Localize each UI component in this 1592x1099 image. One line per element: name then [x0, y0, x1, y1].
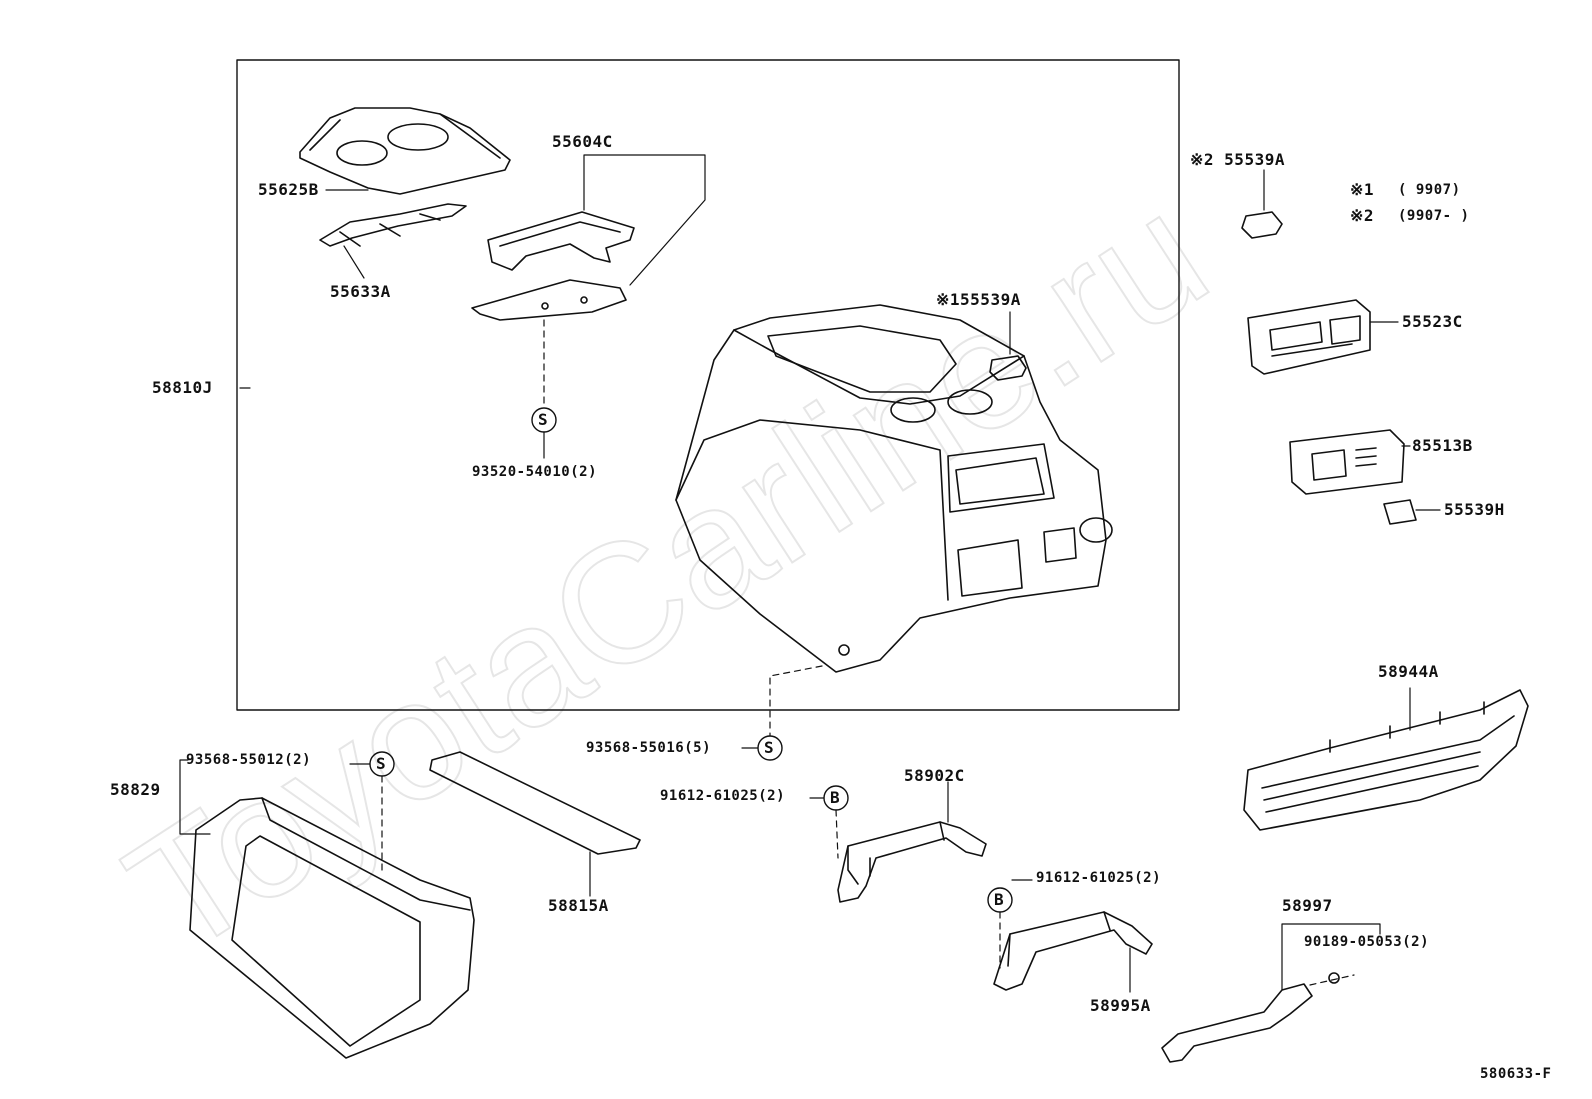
- label-58829: 58829: [110, 780, 161, 799]
- part-55633A-drawing: [319, 203, 467, 247]
- part-55604C-drawing: [471, 211, 635, 321]
- part-console-body-drawing: [675, 304, 1113, 673]
- leader-58829: [179, 759, 211, 835]
- dashed-93568-55016: [769, 665, 823, 737]
- screw-marker: S: [764, 738, 775, 757]
- part-55539A-1-drawing: [989, 355, 1027, 381]
- figure-code: 580633-F: [1480, 1066, 1552, 1082]
- screw-marker: S: [376, 754, 387, 773]
- label-55625B: 55625B: [258, 180, 319, 199]
- label-55539A-1: ※155539A: [936, 290, 1021, 309]
- assembly-frame: [236, 59, 1180, 711]
- leader-58997: [1281, 923, 1381, 991]
- part-58995A-drawing: [993, 911, 1153, 991]
- label-55539H: 55539H: [1444, 500, 1505, 519]
- part-58902C-drawing: [837, 821, 987, 903]
- label-58944A: 58944A: [1378, 662, 1439, 681]
- label-93520-54010: 93520-54010(2): [472, 464, 598, 480]
- label-91612-61025-b: 91612-61025(2): [1036, 870, 1162, 886]
- label-93568-55012: 93568-55012(2): [186, 752, 312, 768]
- label-58902C: 58902C: [904, 766, 965, 785]
- part-55539H-drawing: [1383, 499, 1417, 525]
- dashed-91612-a: [835, 809, 839, 859]
- label-58815A: 58815A: [548, 896, 609, 915]
- bolt-marker: B: [830, 788, 841, 807]
- leader-55604C: [583, 154, 706, 286]
- part-58944A-drawing: [1243, 689, 1529, 831]
- marker-circles: [369, 407, 1013, 913]
- part-55539A-2-drawing: [1241, 211, 1283, 239]
- note-1-mark: ※1: [1350, 180, 1375, 199]
- label-58997: 58997: [1282, 896, 1333, 915]
- label-90189-05053: 90189-05053(2): [1304, 934, 1430, 950]
- note-1-range: ( 9907): [1398, 182, 1461, 198]
- part-55523C-drawing: [1247, 299, 1371, 375]
- part-58815A-drawing: [429, 751, 641, 855]
- note-2-mark: ※2: [1350, 206, 1375, 225]
- label-55633A: 55633A: [330, 282, 391, 301]
- label-91612-61025-a: 91612-61025(2): [660, 788, 786, 804]
- label-85513B: 85513B: [1412, 436, 1473, 455]
- label-55604C: 55604C: [552, 132, 613, 151]
- part-85513B-drawing: [1289, 429, 1405, 495]
- label-55539A-2: ※2 55539A: [1190, 150, 1285, 169]
- part-58997-drawing: [1161, 972, 1340, 1063]
- leader-55633A: [343, 245, 365, 279]
- bolt-marker: B: [994, 890, 1005, 909]
- part-55625B-drawing: [299, 107, 511, 195]
- label-93568-55016: 93568-55016(5): [586, 740, 712, 756]
- label-58995A: 58995A: [1090, 996, 1151, 1015]
- dashed-90189: [1309, 974, 1355, 986]
- label-55523C: 55523C: [1402, 312, 1463, 331]
- screw-marker: S: [538, 410, 549, 429]
- part-58829-drawing: [189, 797, 475, 1059]
- note-2-range: (9907- ): [1398, 208, 1470, 224]
- label-58810J: 58810J: [152, 378, 213, 397]
